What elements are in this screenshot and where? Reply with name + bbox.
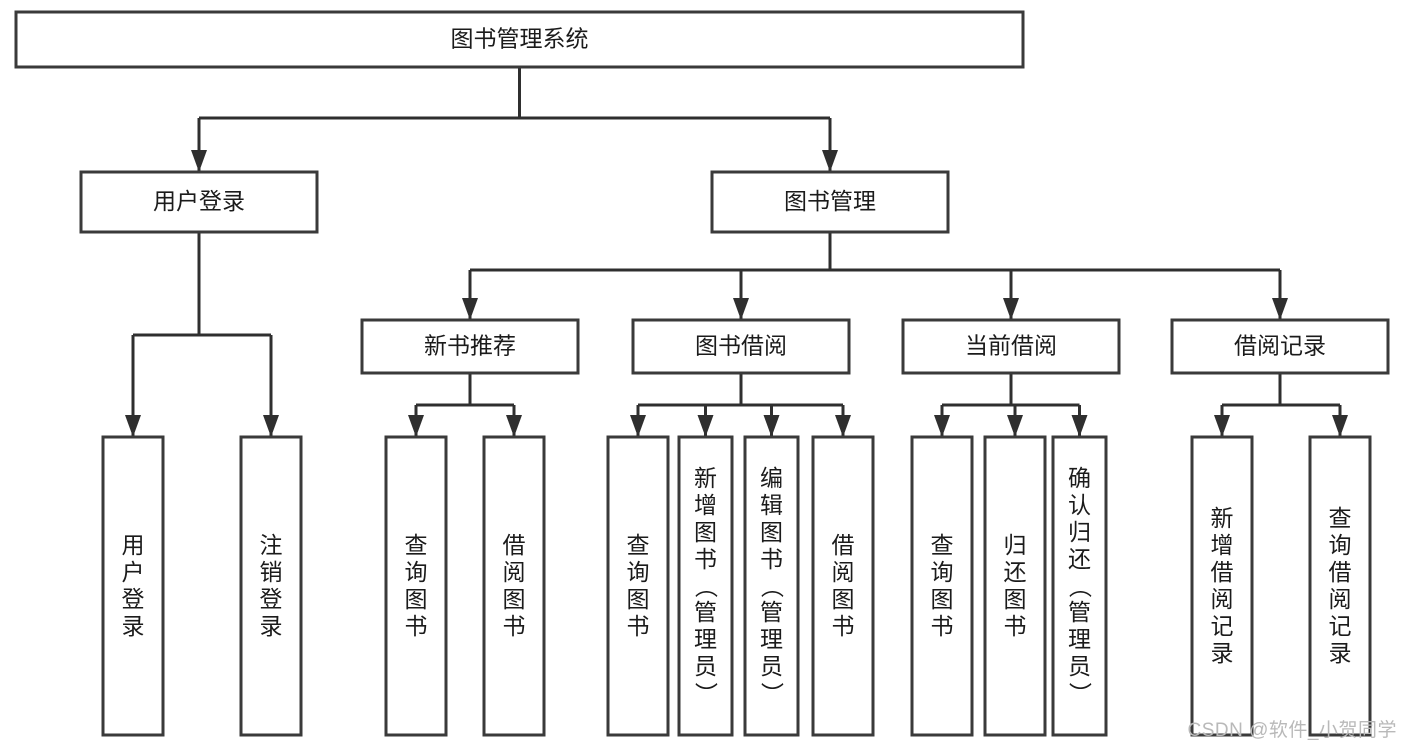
arrow-head-icon (630, 415, 646, 437)
node-new-book-rec[interactable] (360, 318, 580, 375)
node-label-current-borrow: 当前借阅 (965, 333, 1057, 359)
node-label-borrow-record: 借阅记录 (1234, 333, 1326, 359)
node-br-query-record[interactable] (1308, 435, 1372, 737)
node-br-add-record[interactable] (1190, 435, 1254, 737)
node-nbr-query-book[interactable] (384, 435, 448, 737)
connector-lines (125, 67, 1348, 437)
node-label-book-borrow: 图书借阅 (695, 333, 787, 359)
arrow-head-icon (1214, 415, 1230, 437)
arrow-head-icon (1007, 415, 1023, 437)
node-bb-add-book[interactable] (677, 435, 734, 737)
node-current-borrow[interactable] (901, 318, 1121, 375)
node-leaf-user-login[interactable] (101, 435, 165, 737)
arrow-head-icon (1272, 298, 1288, 320)
node-label-new-book-rec: 新书推荐 (424, 333, 516, 359)
arrow-head-icon (1071, 415, 1088, 437)
arrow-head-icon (506, 415, 522, 437)
node-bb-borrow-book[interactable] (811, 435, 875, 737)
arrow-head-icon (1003, 298, 1019, 320)
node-label-root: 图书管理系统 (451, 26, 589, 52)
node-leaf-user-logout[interactable] (239, 435, 303, 737)
node-user-login[interactable] (79, 170, 319, 234)
node-borrow-record[interactable] (1170, 318, 1390, 375)
node-bb-query-book[interactable] (606, 435, 670, 737)
arrow-head-icon (822, 150, 838, 172)
arrow-head-icon (733, 298, 749, 320)
node-nbr-borrow-book[interactable] (482, 435, 546, 737)
node-cb-query-book[interactable] (910, 435, 974, 737)
arrow-head-icon (191, 150, 207, 172)
node-bb-edit-book[interactable] (743, 435, 800, 737)
node-book-manage[interactable] (710, 170, 950, 234)
arrow-head-icon (1332, 415, 1348, 437)
node-label-user-login: 用户登录 (153, 188, 245, 214)
node-root-root[interactable] (14, 10, 1025, 69)
arrow-head-icon (125, 415, 141, 437)
node-book-borrow[interactable] (631, 318, 851, 375)
arrow-head-icon (835, 415, 851, 437)
arrow-head-icon (697, 415, 714, 437)
arrow-head-icon (934, 415, 950, 437)
node-cb-return-book[interactable] (983, 435, 1047, 737)
arrow-head-icon (462, 298, 478, 320)
node-cb-confirm-return[interactable] (1051, 435, 1108, 737)
node-label-book-manage: 图书管理 (784, 188, 876, 214)
arrow-head-icon (763, 415, 780, 437)
arrow-head-icon (263, 415, 279, 437)
arrow-head-icon (408, 415, 424, 437)
